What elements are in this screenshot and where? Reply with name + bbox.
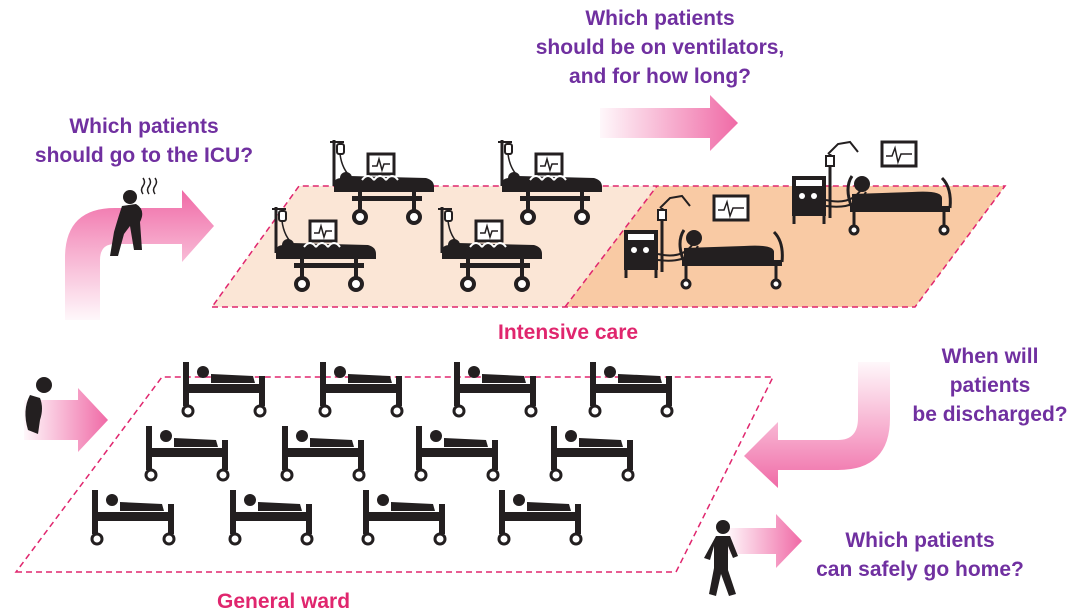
sick-patient-icon (110, 177, 158, 256)
home-question: Which patients can safely go home? (800, 526, 1040, 584)
arrow-icon (65, 190, 214, 320)
ward-platform (14, 376, 775, 573)
arrow-icon (727, 514, 802, 568)
arrow-icon (24, 388, 108, 452)
hunched-person-icon (25, 377, 52, 434)
intensive-care-label: Intensive care (498, 321, 639, 344)
icu-platform (210, 185, 1007, 308)
general-ward-label: General ward (217, 590, 351, 613)
walking-person-icon (704, 520, 738, 596)
ventilator-question-line3: and for how long? (569, 65, 751, 88)
discharge-question-line3: be discharged? (912, 403, 1068, 426)
discharge-question: When will patients be discharged? (898, 342, 1082, 429)
icu-question: Which patients should go to the ICU? (18, 112, 270, 170)
discharge-question-line1: When will (941, 345, 1039, 368)
arrow-icon (744, 362, 890, 488)
ventilator-question: Which patients should be on ventilators,… (500, 4, 820, 91)
ventilator-question-line2: should be on ventilators, (535, 36, 785, 59)
arrow-icon (600, 95, 738, 151)
discharge-question-line2: patients (949, 374, 1031, 397)
home-question-line1: Which patients (845, 529, 995, 552)
ventilator-question-line1: Which patients (585, 7, 735, 30)
icu-question-line2: should go to the ICU? (34, 144, 254, 167)
icu-question-line1: Which patients (69, 115, 219, 138)
home-question-line2: can safely go home? (816, 558, 1024, 581)
